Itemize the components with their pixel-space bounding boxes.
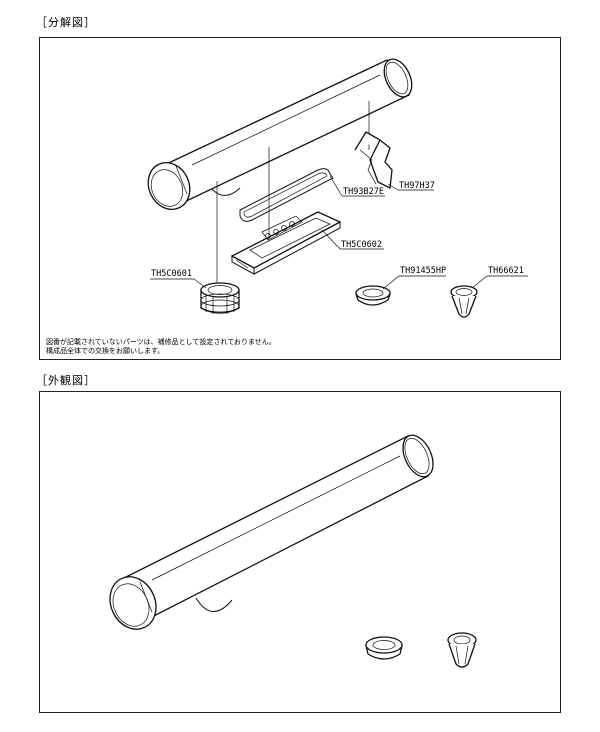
- exploded-view-title: ［分解図］: [36, 16, 96, 29]
- cap-assembled: [365, 636, 403, 660]
- part-label-th66621: TH66621: [488, 266, 524, 276]
- part-label-th5c0602: TH5C0602: [341, 240, 382, 250]
- part-label-th5c0601: TH5C0601: [151, 269, 192, 279]
- faucet-body-assembled: [109, 434, 434, 630]
- part-label-th91455hp: TH91455HP: [400, 266, 446, 276]
- nozzle-part: [450, 285, 478, 318]
- clip-part: [354, 131, 393, 189]
- note-line-1: 図番が記載されていないパーツは、補修品として設定されておりません。: [46, 338, 276, 346]
- gasket-part: [239, 168, 334, 222]
- cap-part: [355, 285, 391, 306]
- valve-seat-part: [200, 282, 240, 314]
- cartridge-plate-part: [230, 211, 342, 275]
- exploded-view-frame: [39, 37, 561, 360]
- note-line-2: 構成品全体での交換をお願いします。: [46, 347, 165, 355]
- part-label-th97h37: TH97H37: [399, 181, 435, 191]
- exterior-view-title: ［外観図］: [36, 374, 96, 387]
- part-label-th93b27e: TH93B27E: [343, 187, 384, 197]
- faucet-body-exploded: [147, 58, 413, 210]
- nozzle-assembled: [447, 632, 477, 668]
- exterior-view-frame: [39, 391, 561, 713]
